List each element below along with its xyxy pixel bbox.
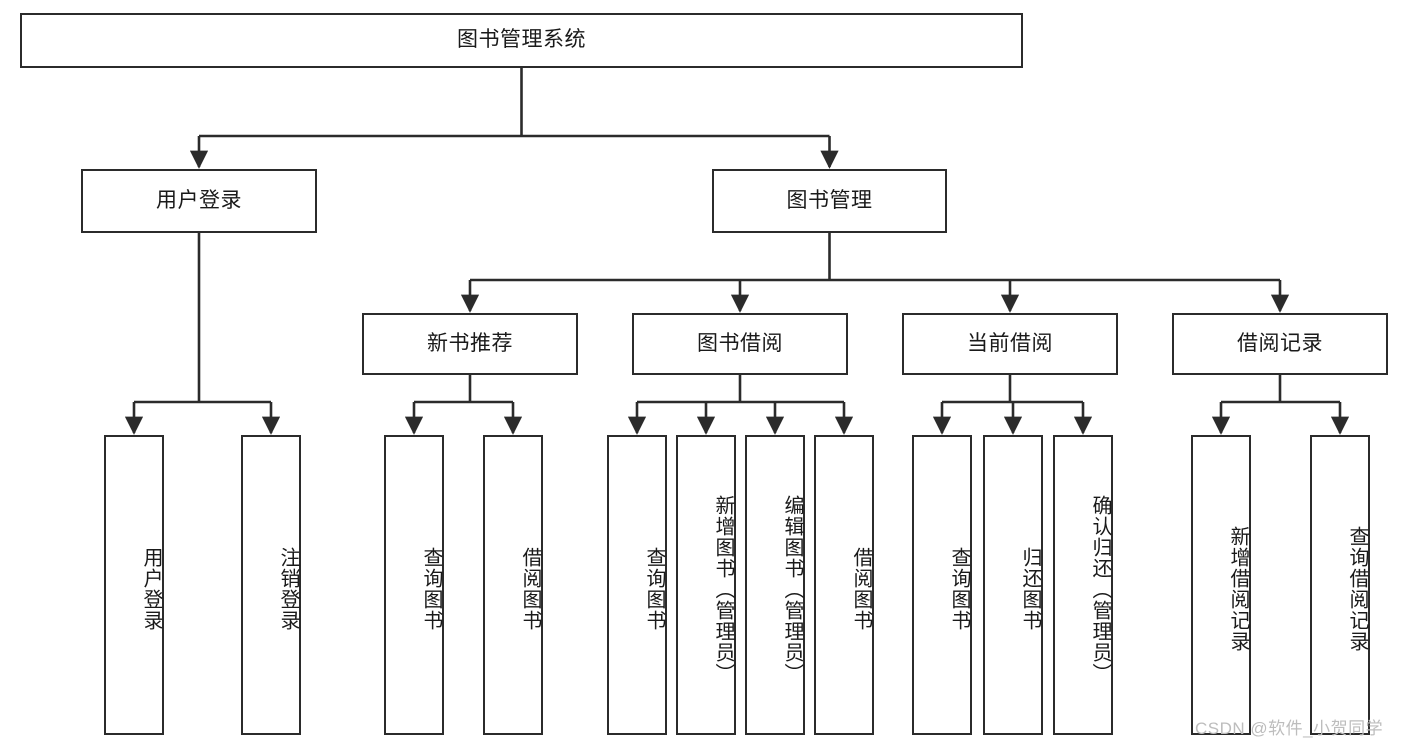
- node-leaf1[interactable]: 用户登录: [104, 435, 164, 735]
- node-leaf3[interactable]: 查询图书: [384, 435, 444, 735]
- node-label: 注销登录: [277, 547, 299, 631]
- node-label: 用户登录: [156, 188, 242, 212]
- node-label: 图书借阅: [697, 331, 783, 355]
- node-l2c[interactable]: 当前借阅: [902, 313, 1118, 375]
- node-label: 借阅图书: [850, 547, 872, 631]
- node-leaf12[interactable]: 新增借阅记录: [1191, 435, 1251, 735]
- node-l1b[interactable]: 图书管理: [712, 169, 947, 233]
- node-leaf5[interactable]: 查询图书: [607, 435, 667, 735]
- node-l2d[interactable]: 借阅记录: [1172, 313, 1388, 375]
- node-root[interactable]: 图书管理系统: [20, 13, 1023, 68]
- node-label: 图书管理: [786, 188, 873, 212]
- node-label: 当前借阅: [967, 331, 1053, 355]
- node-label: 借阅图书: [519, 547, 541, 631]
- node-leaf11[interactable]: 确认归还（管理员）: [1053, 435, 1113, 735]
- node-label: 归还图书: [1019, 547, 1041, 631]
- node-leaf6[interactable]: 新增图书（管理员）: [676, 435, 736, 735]
- node-label: 查询图书: [948, 547, 970, 631]
- node-label: 用户登录: [140, 547, 162, 631]
- node-leaf8[interactable]: 借阅图书: [814, 435, 874, 735]
- node-label: 新书推荐: [427, 331, 513, 355]
- node-l1a[interactable]: 用户登录: [81, 169, 317, 233]
- node-label: 查询图书: [643, 547, 665, 631]
- node-label: 借阅记录: [1237, 331, 1323, 355]
- node-l2b[interactable]: 图书借阅: [632, 313, 848, 375]
- node-label: 确认归还（管理员）: [1089, 494, 1111, 684]
- node-label: 新增图书（管理员）: [712, 494, 734, 684]
- node-label: 编辑图书（管理员）: [781, 494, 803, 684]
- node-leaf9[interactable]: 查询图书: [912, 435, 972, 735]
- node-label: 查询图书: [420, 547, 442, 631]
- node-leaf13[interactable]: 查询借阅记录: [1310, 435, 1370, 735]
- node-label: 查询借阅记录: [1346, 526, 1368, 652]
- node-leaf10[interactable]: 归还图书: [983, 435, 1043, 735]
- node-l2a[interactable]: 新书推荐: [362, 313, 578, 375]
- node-label: 图书管理系统: [457, 28, 586, 52]
- node-leaf4[interactable]: 借阅图书: [483, 435, 543, 735]
- node-leaf2[interactable]: 注销登录: [241, 435, 301, 735]
- node-leaf7[interactable]: 编辑图书（管理员）: [745, 435, 805, 735]
- node-label: 新增借阅记录: [1227, 526, 1249, 652]
